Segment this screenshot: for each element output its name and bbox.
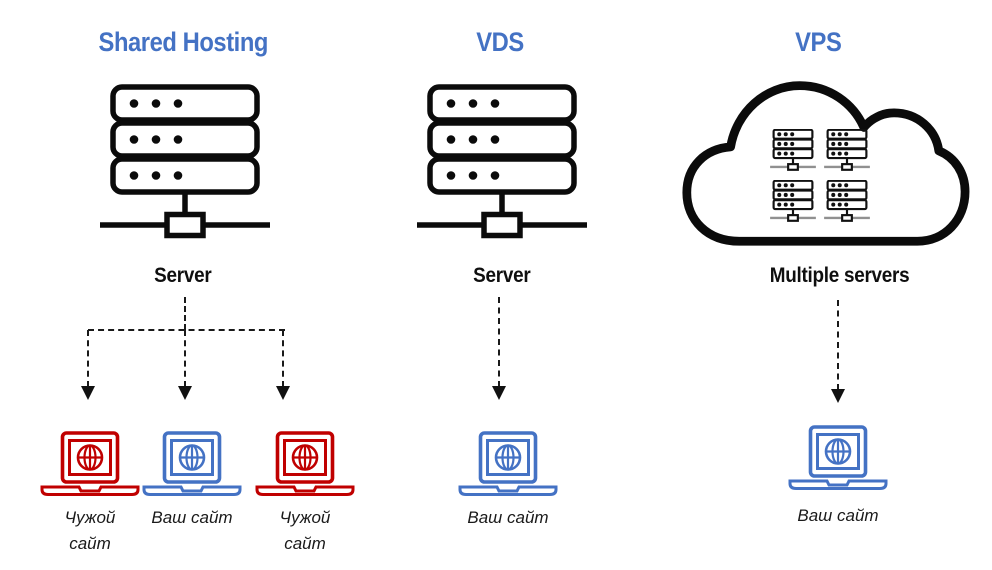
arrowhead-icon — [81, 386, 95, 400]
server-label: Multiple servers — [770, 264, 910, 287]
column-title-text: VPS — [794, 27, 842, 57]
dashed-arrow-stem — [184, 297, 186, 330]
column-title-vds: VDS — [400, 27, 600, 58]
dashed-arrow-right — [282, 330, 284, 387]
server-rack-icon — [100, 84, 270, 239]
dashed-arrow-branch-bar — [88, 329, 285, 331]
laptop-globe-icon — [40, 431, 140, 496]
cloud-icon — [682, 81, 970, 246]
client-site-label: Ваш сайт — [151, 508, 233, 527]
dashed-arrow-left — [87, 330, 89, 387]
server-rack-icon — [417, 84, 587, 239]
laptop-globe-icon — [142, 431, 242, 496]
column-title-text: VDS — [476, 27, 524, 57]
mini-server-icon — [824, 129, 870, 171]
dashed-arrow — [498, 297, 500, 387]
client-site-label: Чужой сайт — [64, 508, 116, 553]
arrowhead-icon — [492, 386, 506, 400]
column-title-text: Shared Hosting — [98, 27, 268, 57]
arrowhead-icon — [831, 389, 845, 403]
arrowhead-icon — [276, 386, 290, 400]
server-label: Server — [473, 264, 531, 287]
server-label: Server — [154, 264, 212, 287]
client-site-label: Ваш сайт — [797, 506, 879, 525]
arrowhead-icon — [178, 386, 192, 400]
column-title-vps: VPS — [718, 27, 918, 58]
dashed-arrow-center — [184, 330, 186, 387]
client-site-label: Ваш сайт — [467, 508, 549, 527]
laptop-globe-icon — [255, 431, 355, 496]
mini-server-icon — [770, 180, 816, 222]
mini-server-icon — [824, 180, 870, 222]
laptop-globe-icon — [458, 431, 558, 496]
client-site-label: Чужой сайт — [279, 508, 331, 553]
dashed-arrow — [837, 300, 839, 390]
mini-server-icon — [770, 129, 816, 171]
laptop-globe-icon — [788, 425, 888, 490]
column-title-shared-hosting: Shared Hosting — [33, 27, 333, 58]
